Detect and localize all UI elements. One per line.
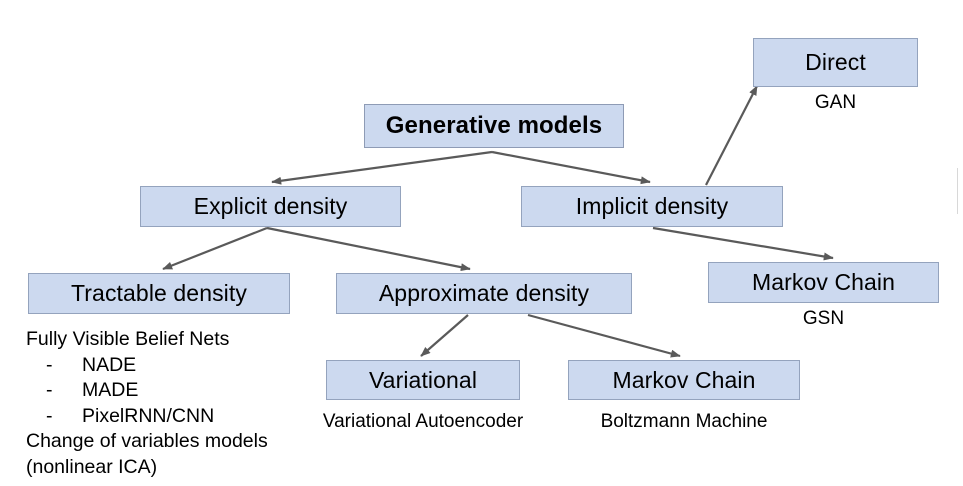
node-generative-models-label: Generative models [385, 112, 603, 139]
node-markov-chain-approximate-label: Markov Chain [612, 366, 756, 393]
tractable-example-label-nade: NADE [82, 353, 137, 376]
bullet-marker-made: - [46, 379, 53, 401]
node-explicit-density[interactable]: Explicit density [140, 186, 401, 227]
tractable-example-item-pixelrnn-cnn: - PixelRNN/CNN [26, 404, 268, 430]
node-tractable-density-label: Tractable density [71, 280, 247, 306]
node-implicit-density[interactable]: Implicit density [521, 186, 783, 227]
tractable-examples-heading: Fully Visible Belief Nets [26, 328, 230, 350]
tractable-examples-list: Fully Visible Belief Nets - NADE - MADE - P… [26, 327, 268, 480]
edge-explicit-to-approximate [266, 226, 471, 272]
tractable-examples-footer-line-1: Change of variables models [26, 430, 268, 452]
edge-implicit-to-markov-chain [652, 226, 834, 261]
node-variational-label: Variational [368, 366, 478, 393]
node-direct[interactable]: Direct [753, 38, 918, 87]
tractable-example-item-nade: - NADE [26, 353, 268, 379]
node-explicit-density-label: Explicit density [193, 193, 348, 219]
caption-boltzmann-machine: Boltzmann Machine [600, 411, 768, 432]
node-implicit-density-label: Implicit density [575, 193, 729, 219]
bullet-marker-nade: - [46, 353, 53, 376]
node-direct-label: Direct [805, 49, 866, 75]
tractable-example-item-made: - MADE [26, 378, 268, 404]
edge-explicit-to-tractable [162, 226, 268, 271]
node-markov-chain-implicit-label: Markov Chain [751, 269, 896, 295]
tractable-example-label-pixelrnn-cnn: PixelRNN/CNN [82, 404, 215, 427]
node-markov-chain-approximate[interactable]: Markov Chain [568, 360, 800, 400]
node-generative-models[interactable]: Generative models [364, 104, 624, 148]
node-approximate-density[interactable]: Approximate density [336, 273, 632, 314]
edge-approximate-to-markov-chain [527, 313, 681, 358]
edge-generative-to-implicit [491, 150, 651, 185]
node-markov-chain-implicit[interactable]: Markov Chain [708, 262, 939, 303]
bullet-marker-pixelrnn-cnn: - [46, 404, 53, 427]
node-variational[interactable]: Variational [326, 360, 520, 400]
edge-implicit-to-direct [705, 85, 758, 186]
caption-gan: GAN [814, 92, 857, 113]
node-tractable-density[interactable]: Tractable density [28, 273, 290, 314]
edge-generative-to-explicit [271, 150, 493, 185]
tractable-examples-footer-line-2: (nonlinear ICA) [26, 455, 158, 478]
node-approximate-density-label: Approximate density [378, 280, 590, 306]
scan-artifact-line [957, 168, 958, 214]
tractable-example-label-made: MADE [82, 379, 139, 401]
caption-variational-autoencoder: Variational Autoencoder [322, 411, 524, 432]
edge-approximate-to-variational [420, 314, 469, 357]
caption-gsn: GSN [802, 308, 845, 329]
